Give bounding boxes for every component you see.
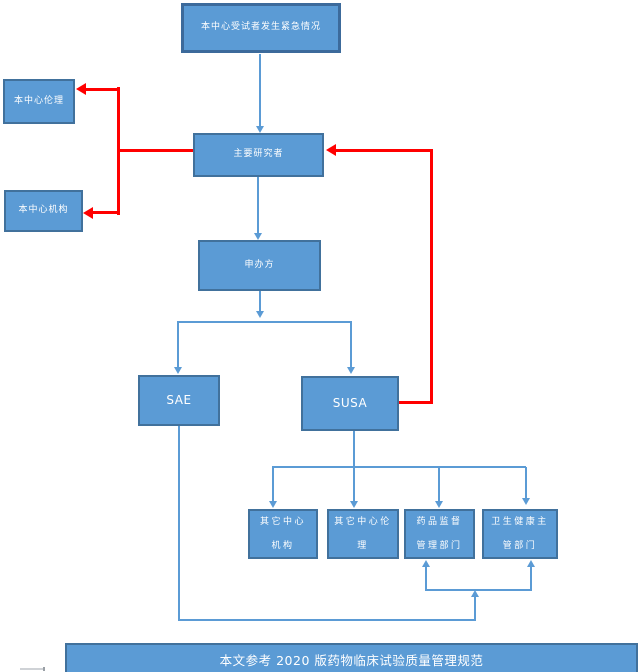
red-connector-to-center-ethics: [85, 88, 119, 91]
connector-susa-to-branch2: [353, 431, 355, 468]
node-label: 申办方: [244, 259, 275, 270]
node-sae: SAE: [138, 375, 220, 426]
node-drug-regulatory: 药品监督 管理部门: [404, 509, 475, 559]
stray-gray-line: [20, 667, 45, 671]
connector-to-other-institution: [272, 467, 274, 502]
arrowhead-up-icon: [471, 590, 479, 597]
connector-pi-to-sponsor: [257, 177, 259, 234]
node-label: SUSA: [332, 395, 368, 410]
connector-to-health-authority: [525, 467, 527, 499]
node-center-ethics: 本中心伦理: [3, 79, 75, 124]
arrowhead-left-red-icon: [76, 83, 86, 95]
node-label: 本中心伦理: [13, 95, 64, 106]
connector-up-to-drug-regulatory: [425, 567, 427, 590]
arrowhead-down-icon: [256, 126, 264, 133]
branch-line-susa: [272, 466, 526, 468]
branch-line-sae-report: [425, 589, 532, 591]
node-other-center-ethics: 其它中心伦 理: [327, 509, 399, 559]
node-center-institution: 本中心机构: [4, 190, 83, 232]
red-connector-to-pi: [336, 149, 432, 152]
arrowhead-down-icon: [269, 501, 277, 508]
connector-branch-to-susa: [350, 321, 352, 368]
node-label-line2: 机构: [271, 541, 295, 551]
node-label-line2: 管理部门: [416, 541, 463, 551]
node-health-authority: 卫生健康主 管部门: [482, 509, 558, 559]
arrowhead-left-red-icon: [83, 207, 93, 219]
arrowhead-down-icon: [522, 498, 530, 505]
red-connector-to-center-institution: [92, 211, 119, 214]
connector-to-drug-regulatory: [438, 467, 440, 502]
red-connector-susa-out-right: [399, 401, 433, 404]
arrowhead-down-icon: [256, 311, 264, 318]
node-label: SAE: [166, 392, 192, 407]
arrowhead-down-icon: [350, 501, 358, 508]
connector-up-to-health-authority: [530, 567, 532, 590]
node-label-line1: 卫生健康主: [491, 517, 549, 527]
arrowhead-down-icon: [347, 367, 355, 374]
connector-sae-bottom: [178, 619, 475, 621]
red-connector-vertical-left: [117, 87, 120, 215]
footer-text: 本文参考 2020 版药物临床试验质量管理规范: [219, 652, 484, 668]
connector-sae-up: [474, 596, 476, 621]
node-label-line1: 其它中心: [259, 517, 306, 527]
node-sponsor: 申办方: [198, 240, 321, 291]
red-connector-vertical-right: [430, 149, 433, 404]
branch-line-sponsor: [177, 321, 351, 323]
node-label-line1: 药品监督: [416, 517, 463, 527]
connector-to-other-ethics: [353, 467, 355, 502]
stray-tick: [43, 667, 45, 671]
node-label-line1: 其它中心伦: [334, 517, 392, 527]
node-label: 主要研究者: [233, 149, 284, 160]
connector-sponsor-to-branch: [259, 291, 261, 312]
node-susa: SUSA: [301, 376, 399, 431]
node-principal-investigator: 主要研究者: [193, 133, 324, 177]
node-label-line2: 管部门: [502, 541, 538, 551]
node-emergency: 本中心受试者发生紧急情况: [181, 3, 341, 53]
red-connector-pi-out-left: [118, 149, 193, 152]
connector-branch-to-sae: [177, 321, 179, 368]
arrowhead-left-red-icon: [326, 144, 336, 156]
arrowhead-down-icon: [254, 233, 262, 240]
node-label: 本中心受试者发生紧急情况: [200, 22, 321, 33]
arrowhead-up-icon: [422, 560, 430, 567]
footer-banner: 本文参考 2020 版药物临床试验质量管理规范: [65, 643, 638, 672]
node-label-line2: 理: [357, 541, 369, 551]
arrowhead-down-icon: [174, 367, 182, 374]
arrowhead-up-icon: [527, 560, 535, 567]
arrowhead-down-icon: [435, 501, 443, 508]
connector-emergency-to-pi: [259, 54, 261, 127]
node-label: 本中心机构: [18, 205, 69, 216]
connector-sae-down: [178, 426, 180, 621]
node-other-center-institution: 其它中心 机构: [248, 509, 318, 559]
